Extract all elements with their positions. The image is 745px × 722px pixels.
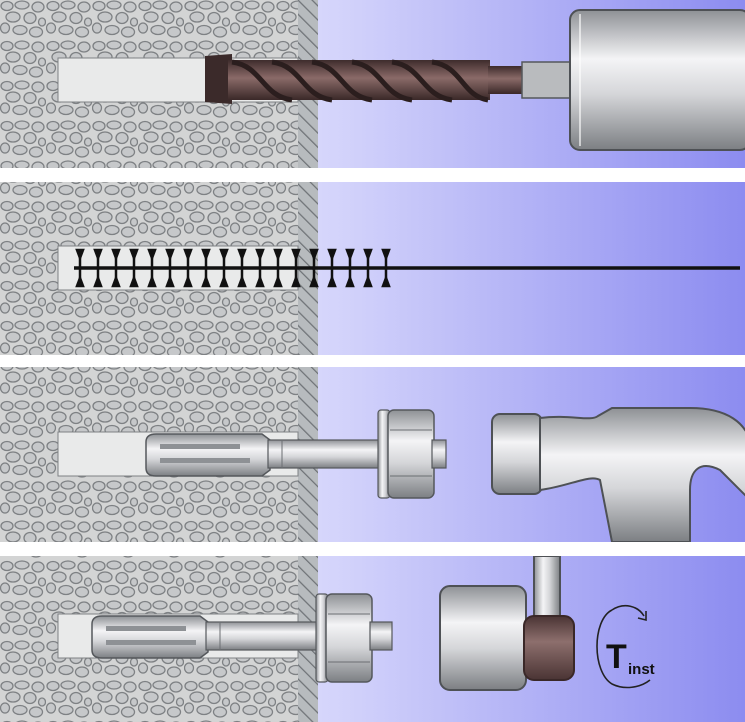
brush-bristle-tip xyxy=(363,248,373,262)
step-torque-panel: T inst xyxy=(0,556,745,722)
brush-bristle-tip xyxy=(93,274,103,288)
brush-bristle-tip xyxy=(255,274,265,288)
brush-bristle-tip xyxy=(309,274,319,288)
drill-chuck xyxy=(569,9,745,151)
torque-rotation-indicator xyxy=(596,604,651,689)
brush-bristle-tip xyxy=(381,274,391,288)
torque-symbol: T xyxy=(606,638,627,676)
step-drill-panel xyxy=(0,0,745,168)
brush-bristle-tip xyxy=(129,248,139,262)
panel-separator xyxy=(0,542,745,556)
brush-bristle-tip xyxy=(237,248,247,262)
drill-bit xyxy=(205,54,573,104)
brush-bristle-tip xyxy=(291,274,301,288)
brush-bristle-tip xyxy=(183,248,193,262)
brush-bristle-tip xyxy=(327,248,337,262)
brush-bristle-tip xyxy=(219,248,229,262)
panel-separator xyxy=(0,168,745,182)
hex-nut xyxy=(325,593,373,683)
brush-bristle-tip xyxy=(147,274,157,288)
brush-bristle-tip xyxy=(183,274,193,288)
hammer xyxy=(491,407,745,542)
step-set-panel xyxy=(0,367,745,542)
wedge-anchor xyxy=(145,409,447,499)
brush-bristle-tip xyxy=(345,248,355,262)
brush-bristle-tip xyxy=(201,248,211,262)
brush-bristle-tip xyxy=(75,274,85,288)
brush-bristle-tip xyxy=(111,274,121,288)
brush-bristle-tip xyxy=(255,248,265,262)
wrench-socket xyxy=(523,615,575,681)
brush-bristle-tip xyxy=(147,248,157,262)
brush-bristle-tip xyxy=(273,248,283,262)
brush-bristle-tip xyxy=(291,248,301,262)
rotation-arrow-icon xyxy=(637,611,647,622)
brush-bristle-tip xyxy=(111,248,121,262)
brush-bristle-tip xyxy=(165,274,175,288)
brush-bristle-tip xyxy=(129,274,139,288)
brush-bristle-tip xyxy=(273,274,283,288)
brush-bristle-tip xyxy=(165,248,175,262)
brush-bristle-tip xyxy=(363,274,373,288)
torque-wrench xyxy=(439,556,575,691)
brush-bristle-tip xyxy=(201,274,211,288)
brush-bristle-tip xyxy=(327,274,337,288)
brush-bristle-tip xyxy=(381,248,391,262)
wedge-anchor-installed xyxy=(91,593,393,683)
brush-bristle-tip xyxy=(345,274,355,288)
brush-bristle-tip xyxy=(237,274,247,288)
cleaning-brush xyxy=(74,248,740,288)
brush-bristle-tip xyxy=(309,248,319,262)
brush-bristle-tip xyxy=(93,248,103,262)
step-clean-panel xyxy=(0,182,745,355)
panel-separator xyxy=(0,355,745,367)
brush-bristle-tip xyxy=(75,248,85,262)
hex-nut xyxy=(387,409,435,499)
torque-subscript: inst xyxy=(628,661,655,678)
brush-bristle-tip xyxy=(219,274,229,288)
